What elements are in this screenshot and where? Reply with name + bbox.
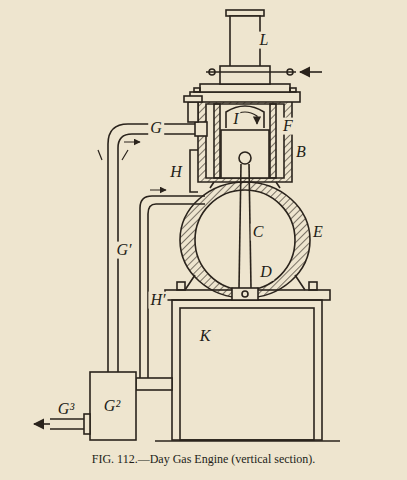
callout-letter: K xyxy=(198,328,213,345)
cylinder-head xyxy=(190,84,300,102)
callout-letter: I xyxy=(231,111,240,128)
piston xyxy=(221,106,269,178)
top-fitting xyxy=(206,10,322,84)
callout-letter: G xyxy=(148,120,164,137)
engine-base xyxy=(155,282,340,441)
callout-letter: D xyxy=(258,264,274,281)
exhaust-pipe xyxy=(98,96,207,372)
callout-letter: G³ xyxy=(56,401,76,418)
inlet-pipe xyxy=(136,150,205,390)
callout-letter: G² xyxy=(102,398,122,415)
callout-letter: C xyxy=(251,224,266,241)
cylinder xyxy=(198,100,292,188)
callout-letter: F xyxy=(281,118,295,135)
callout-letter: B xyxy=(294,144,308,161)
callout-letter: G′ xyxy=(114,242,133,259)
callout-letter: L xyxy=(258,32,271,49)
callout-letter: H xyxy=(168,164,184,181)
silencer-box xyxy=(34,372,136,440)
callout-letter: H′ xyxy=(148,292,167,309)
crankcase xyxy=(180,182,310,298)
figure-caption: FIG. 112.—Day Gas Engine (vertical secti… xyxy=(0,452,407,467)
callout-letter: E xyxy=(311,224,325,241)
